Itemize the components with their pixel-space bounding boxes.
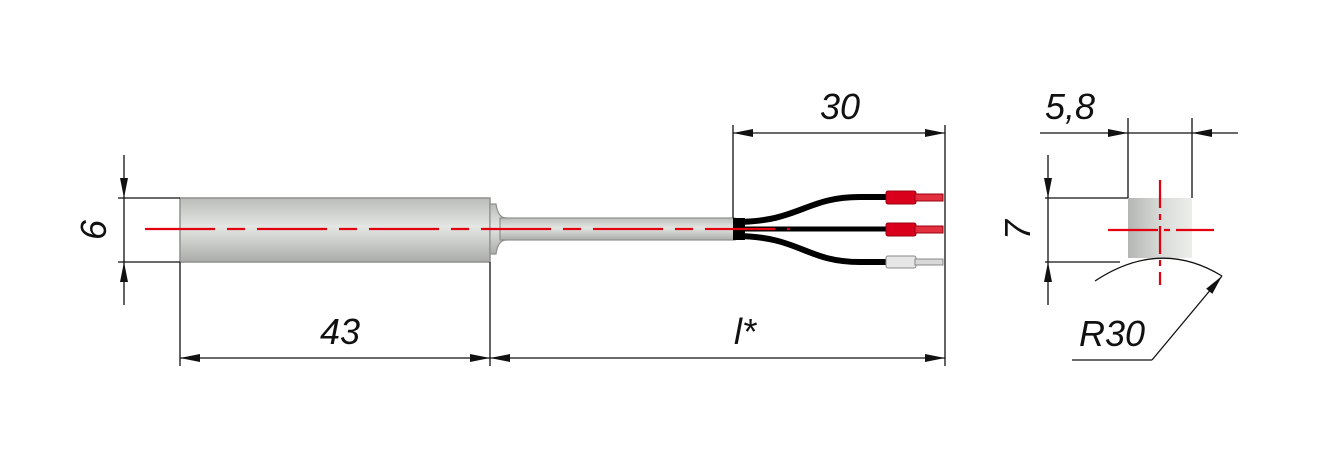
side-view: 5,8 7 R30: [997, 86, 1238, 361]
dimension-lengths: 43 l*: [179, 125, 946, 366]
dim-cable-length-label: l*: [734, 311, 757, 352]
dim-width-label: 5,8: [1045, 86, 1095, 127]
dimension-diameter: 6: [73, 155, 180, 305]
dimension-lead-length: 30: [732, 86, 945, 218]
terminal-red-1: [885, 190, 944, 205]
dim-height-label: 7: [997, 218, 1038, 240]
dim-body-length-label: 43: [320, 311, 360, 352]
dim-radius-label: R30: [1079, 313, 1145, 354]
terminal-white: [885, 255, 944, 269]
dim-diameter-label: 6: [73, 219, 114, 240]
radius-arc: [1094, 257, 1223, 282]
terminal-red-2: [885, 222, 944, 237]
dim-lead-length-label: 30: [820, 86, 860, 127]
